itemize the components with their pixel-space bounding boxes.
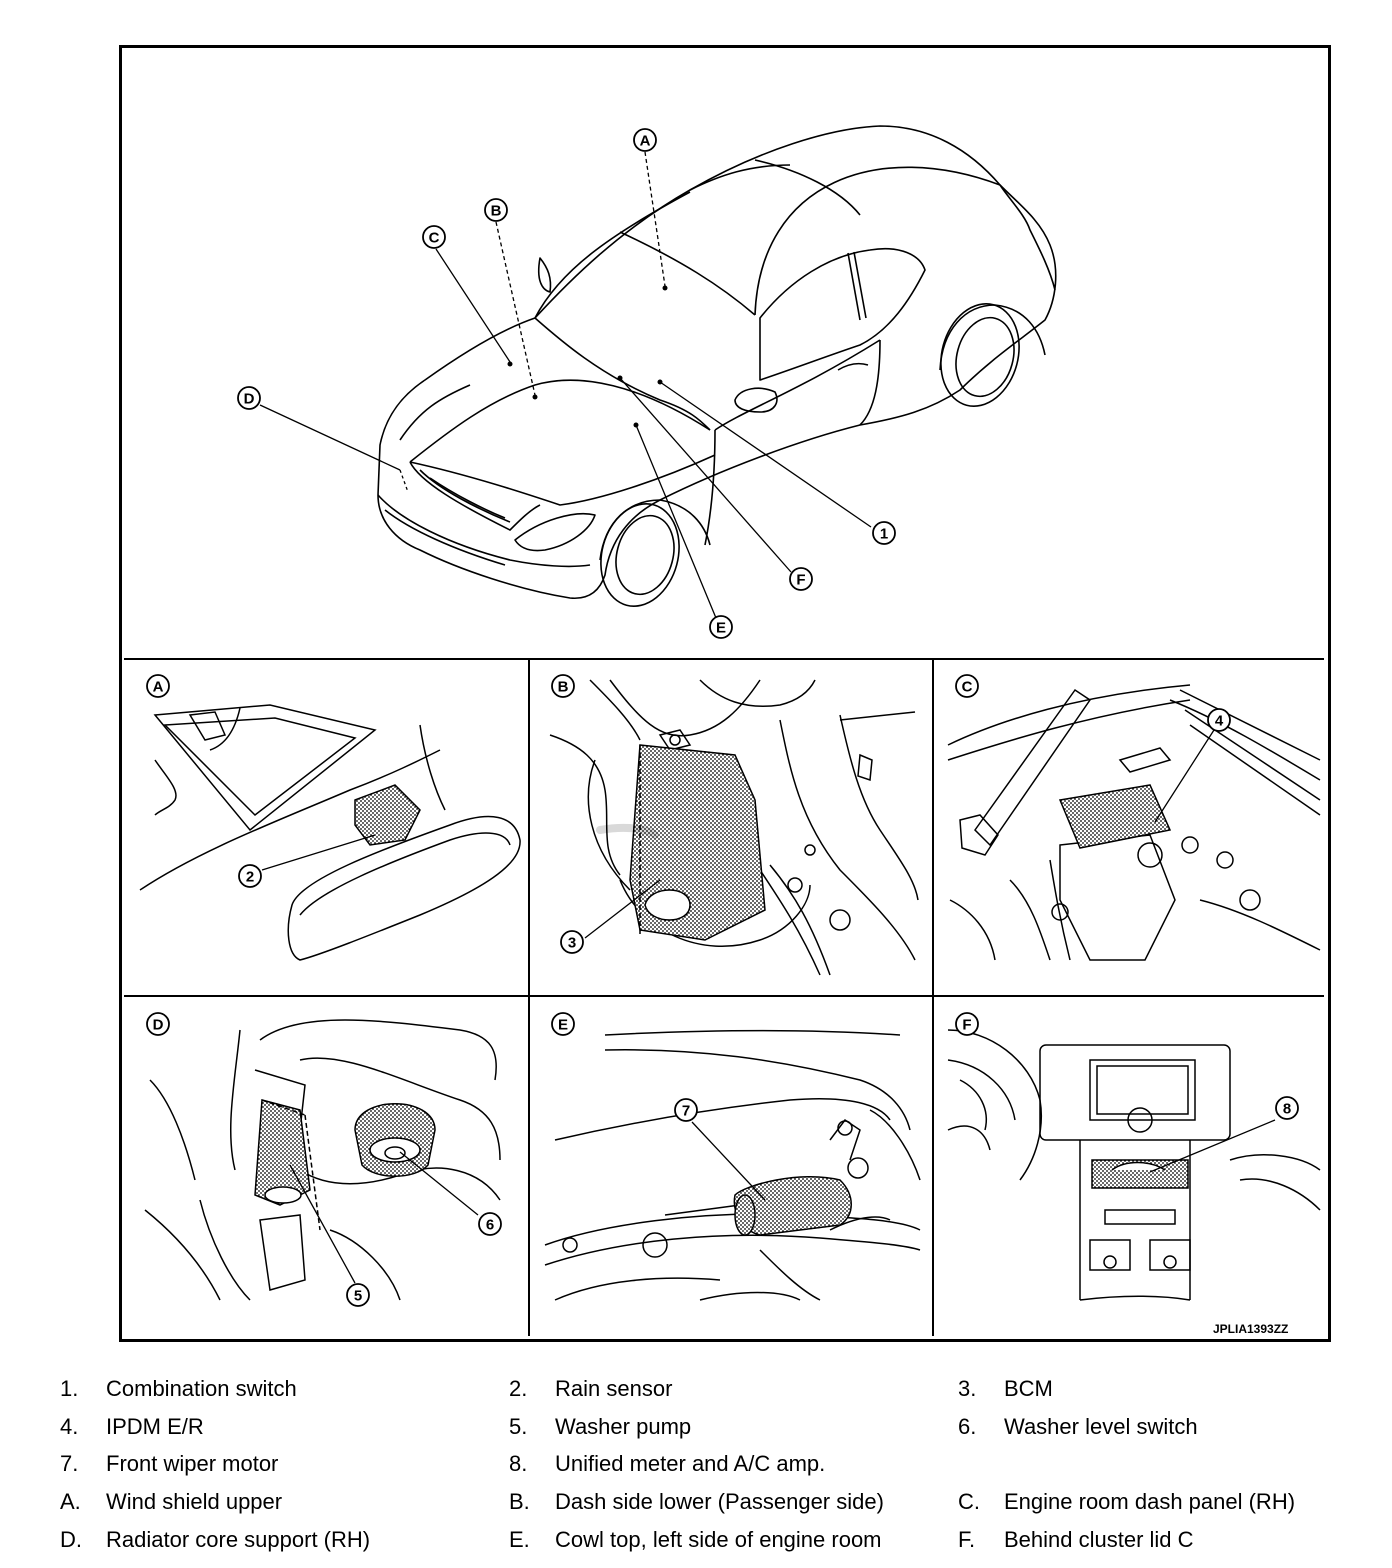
panel-label-e: E: [558, 1017, 568, 1034]
legend-text: BCM: [1004, 1376, 1053, 1401]
callout-8-leader: [1149, 1119, 1276, 1173]
callout-6-leader: [399, 1151, 479, 1216]
overview-callouts: [237, 128, 896, 639]
legend-text: Rain sensor: [555, 1376, 673, 1401]
callout-7-leader: [691, 1121, 766, 1201]
panel-label-b: B: [558, 679, 569, 696]
panel-b-drawing: [549, 679, 919, 976]
callout-5-leader: [289, 1164, 356, 1284]
detail-callout-4: 4: [1215, 713, 1224, 730]
legend-text: Engine room dash panel (RH): [1004, 1489, 1296, 1514]
panel-label-c: C: [962, 679, 973, 696]
legend-text: Front wiper motor: [106, 1451, 279, 1476]
detail-callout-circles: [238, 708, 1299, 1307]
overview-callout-d: D: [244, 391, 255, 408]
panel-c-drawing: [947, 684, 1321, 961]
detail-callout-2: 2: [246, 869, 254, 886]
legend-num: A.: [60, 1489, 81, 1514]
overview-leader-lines: [259, 151, 872, 619]
legend-text: Wind shield upper: [106, 1489, 283, 1514]
diagram-code: JPLIA1393ZZ: [1213, 1322, 1289, 1336]
overview-callout-b: B: [491, 203, 502, 220]
legend-text: Cowl top, left side of engine room: [555, 1527, 882, 1552]
detail-callout-7: 7: [682, 1103, 690, 1120]
legend-text: Unified meter and A/C amp.: [555, 1451, 826, 1476]
legend-text: Radiator core support (RH): [106, 1527, 371, 1552]
diagram-frame: [119, 45, 1331, 1342]
legend-text: Washer level switch: [1004, 1414, 1198, 1439]
legend-text: Dash side lower (Passenger side): [555, 1489, 884, 1514]
detail-callout-3: 3: [568, 935, 576, 952]
legend-text: IPDM E/R: [106, 1414, 204, 1439]
washer-level-switch-shape: [354, 1103, 436, 1177]
panel-a-drawing: [139, 704, 521, 961]
legend-num: F.: [958, 1527, 976, 1552]
legend-num: 7.: [60, 1451, 79, 1476]
front-wiper-motor-shape: [733, 1176, 852, 1236]
unified-meter-ac-amp-shape: [1091, 1159, 1189, 1189]
overview-leader-dots: [507, 285, 668, 428]
overview-callout-c: C: [429, 230, 440, 247]
legend-text: Behind cluster lid C: [1004, 1527, 1194, 1552]
detail-callout-8: 8: [1283, 1101, 1291, 1118]
legend-num: 4.: [60, 1414, 79, 1439]
panel-d-drawing: [144, 1019, 501, 1301]
detail-callout-6: 6: [486, 1217, 494, 1234]
overview-callout-a: A: [640, 133, 651, 150]
callout-4-leader: [1154, 729, 1215, 823]
legend-num: B.: [509, 1489, 530, 1514]
legend-text: Combination switch: [106, 1376, 297, 1401]
panel-label-d: D: [153, 1017, 164, 1034]
overview-callout-f: F: [796, 572, 805, 589]
panel-grid: [124, 658, 1324, 1336]
callout-2-leader: [261, 834, 376, 871]
panel-label-f: F: [962, 1017, 971, 1034]
legend-num: E.: [509, 1527, 530, 1552]
panel-label-a: A: [153, 679, 164, 696]
legend-num: 8.: [509, 1451, 528, 1476]
ipdm-er-shape: [1058, 784, 1172, 849]
car-overview-drawing: [377, 125, 1057, 607]
overview-callout-1: 1: [880, 526, 888, 543]
legend-num: D.: [60, 1527, 82, 1552]
legend-num: 1.: [60, 1376, 79, 1401]
bcm-shape: [596, 744, 766, 941]
legend-num: 6.: [958, 1414, 977, 1439]
legend-num: 5.: [509, 1414, 528, 1439]
callout-3-leader: [584, 879, 661, 939]
detail-callout-5: 5: [354, 1288, 362, 1305]
legend-text: Washer pump: [555, 1414, 692, 1439]
rain-sensor-shape: [354, 784, 421, 846]
legend-num: C.: [958, 1489, 980, 1514]
panel-label-circles: [146, 674, 979, 1036]
washer-pump-shape: [254, 1099, 321, 1231]
legend-num: 2.: [509, 1376, 528, 1401]
overview-callout-e: E: [716, 620, 726, 637]
panel-f-drawing: [947, 1029, 1321, 1301]
legend-num: 3.: [958, 1376, 977, 1401]
